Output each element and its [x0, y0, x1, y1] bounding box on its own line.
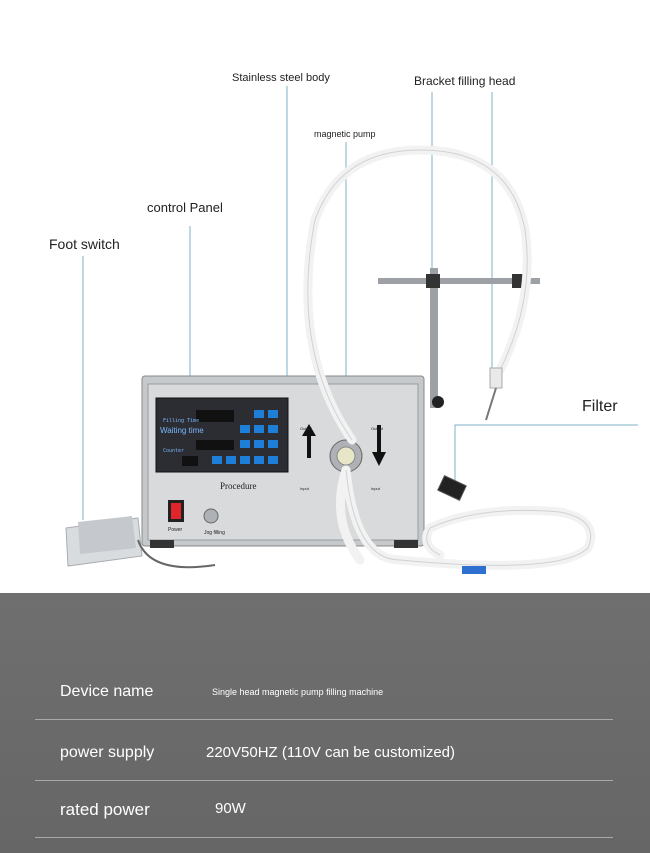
label-waiting-time: Waiting time: [160, 426, 204, 435]
label-filling-time: Filling Time: [163, 418, 200, 424]
spec-label: Device name: [60, 683, 154, 700]
spec-divider: [35, 719, 613, 720]
label-output-right: Output: [371, 426, 384, 431]
label-power: Power: [168, 527, 183, 533]
label-counter: Counter: [163, 448, 185, 454]
callout-bracket-filling-head: Bracket filling head: [414, 74, 516, 88]
machine-body: [141, 375, 425, 548]
spec-value: 220V50HZ (110V can be customized): [206, 744, 456, 761]
spec-label: power supply: [60, 744, 155, 761]
callout-filter: Filter: [582, 398, 618, 415]
spec-value: Single head magnetic pump filling machin…: [212, 687, 384, 697]
callout-foot-switch: Foot switch: [49, 236, 120, 252]
spec-table: Device name Single head magnetic pump fi…: [0, 593, 650, 853]
label-output-left: Output: [300, 426, 313, 431]
label-procedure: Procedure: [220, 481, 257, 491]
callout-magnetic-pump: magnetic pump: [314, 129, 376, 139]
label-input-right: Input: [371, 486, 380, 491]
product-photo: Stainless steel body Bracket filling hea…: [49, 72, 638, 574]
foot-switch-device: [65, 516, 216, 569]
spec-value: 90W: [215, 800, 246, 817]
spec-divider: [35, 837, 613, 838]
callout-lines: [82, 86, 638, 520]
machine-illustration: [65, 86, 638, 574]
tubing: [303, 145, 596, 570]
spec-label: rated power: [60, 800, 150, 819]
callout-control-panel: control Panel: [147, 200, 223, 215]
spec-divider: [35, 780, 613, 781]
filter-device: [437, 475, 467, 501]
label-input-left: Input: [300, 486, 309, 491]
callout-stainless-steel-body: Stainless steel body: [232, 72, 330, 84]
label-jog-filling: Jog filling: [204, 530, 225, 536]
